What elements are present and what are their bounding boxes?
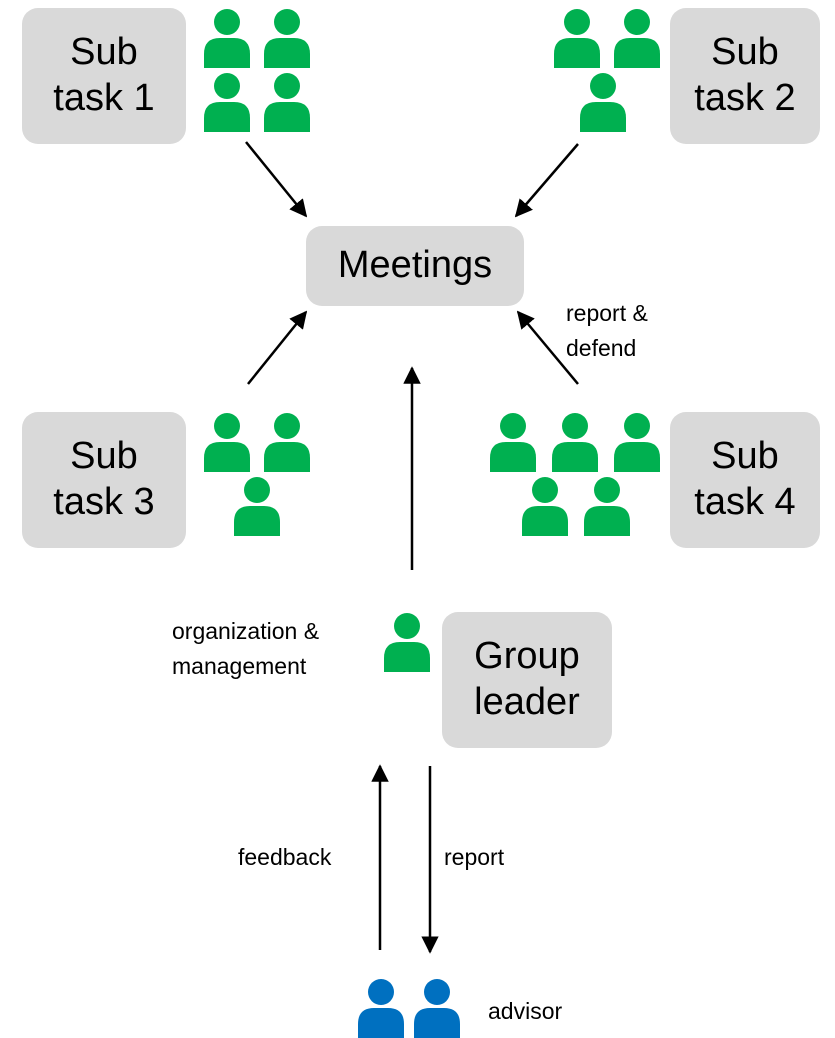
organization-line2: management: [172, 652, 307, 679]
advisor-text: advisor: [488, 998, 563, 1024]
organization-management-label: organization & management: [172, 614, 319, 683]
subtask4-member-2-person-icon: [552, 413, 598, 472]
subtask-1-line1: Sub: [70, 31, 138, 74]
feedback-label: feedback: [238, 840, 331, 875]
subtask-3-line1: Sub: [70, 435, 138, 478]
subtask2-member-2-person-icon: [614, 9, 660, 68]
meetings-box: Meetings: [306, 226, 524, 306]
organization-line1: organization &: [172, 618, 320, 644]
meetings-label: Meetings: [337, 244, 493, 287]
subtask1-member-1-person-icon: [204, 9, 250, 68]
subtask-3-box: Sub task 3: [22, 412, 186, 548]
subtask4-member-1-person-icon: [490, 413, 536, 472]
subtask3-member-3-person-icon: [234, 477, 280, 536]
subtask-2-box: Sub task 2: [670, 8, 820, 144]
subtask-2-line2: task 2: [694, 77, 796, 119]
subtask-3-line2: task 3: [53, 481, 155, 523]
subtask3-member-1-person-icon: [204, 413, 250, 472]
subtask-4-line2: task 4: [694, 481, 796, 523]
subtask4-member-4-person-icon: [522, 477, 568, 536]
subtask1-member-4-person-icon: [264, 73, 310, 132]
report-defend-label: report & defend: [566, 296, 648, 365]
subtask3-member-2-person-icon: [264, 413, 310, 472]
subtask-2-line1: Sub: [711, 31, 779, 74]
subtask2-member-1-person-icon: [554, 9, 600, 68]
advisor-1-person-icon: [358, 979, 404, 1038]
group-leader-line1: Group: [474, 635, 580, 678]
subtask4-member-5-person-icon: [584, 477, 630, 536]
arrow-subtask1-to-meetings: [245, 141, 308, 218]
subtask4-member-3-person-icon: [614, 413, 660, 472]
report-label: report: [444, 840, 504, 875]
subtask1-member-2-person-icon: [264, 9, 310, 68]
subtask-1-line2: task 1: [53, 77, 155, 119]
report-text: report: [444, 844, 505, 870]
advisor-2-person-icon: [414, 979, 460, 1038]
subtask-4-box: Sub task 4: [670, 412, 820, 548]
group-leader-box: Group leader: [442, 612, 612, 748]
report-defend-line2: defend: [566, 334, 637, 361]
subtask1-member-3-person-icon: [204, 73, 250, 132]
advisor-label: advisor: [488, 994, 562, 1029]
feedback-text: feedback: [238, 844, 332, 870]
subtask-4-line1: Sub: [711, 435, 779, 478]
arrow-subtask2-to-meetings: [514, 143, 579, 218]
arrow-subtask3-to-meetings: [247, 310, 308, 385]
report-defend-line1: report &: [566, 300, 648, 326]
group-leader-line2: leader: [474, 681, 580, 723]
group-leader-member-1-person-icon: [384, 613, 430, 672]
subtask2-member-3-person-icon: [580, 73, 626, 132]
arrow-subtask4-to-meetings: [516, 310, 579, 385]
subtask-1-box: Sub task 1: [22, 8, 186, 144]
